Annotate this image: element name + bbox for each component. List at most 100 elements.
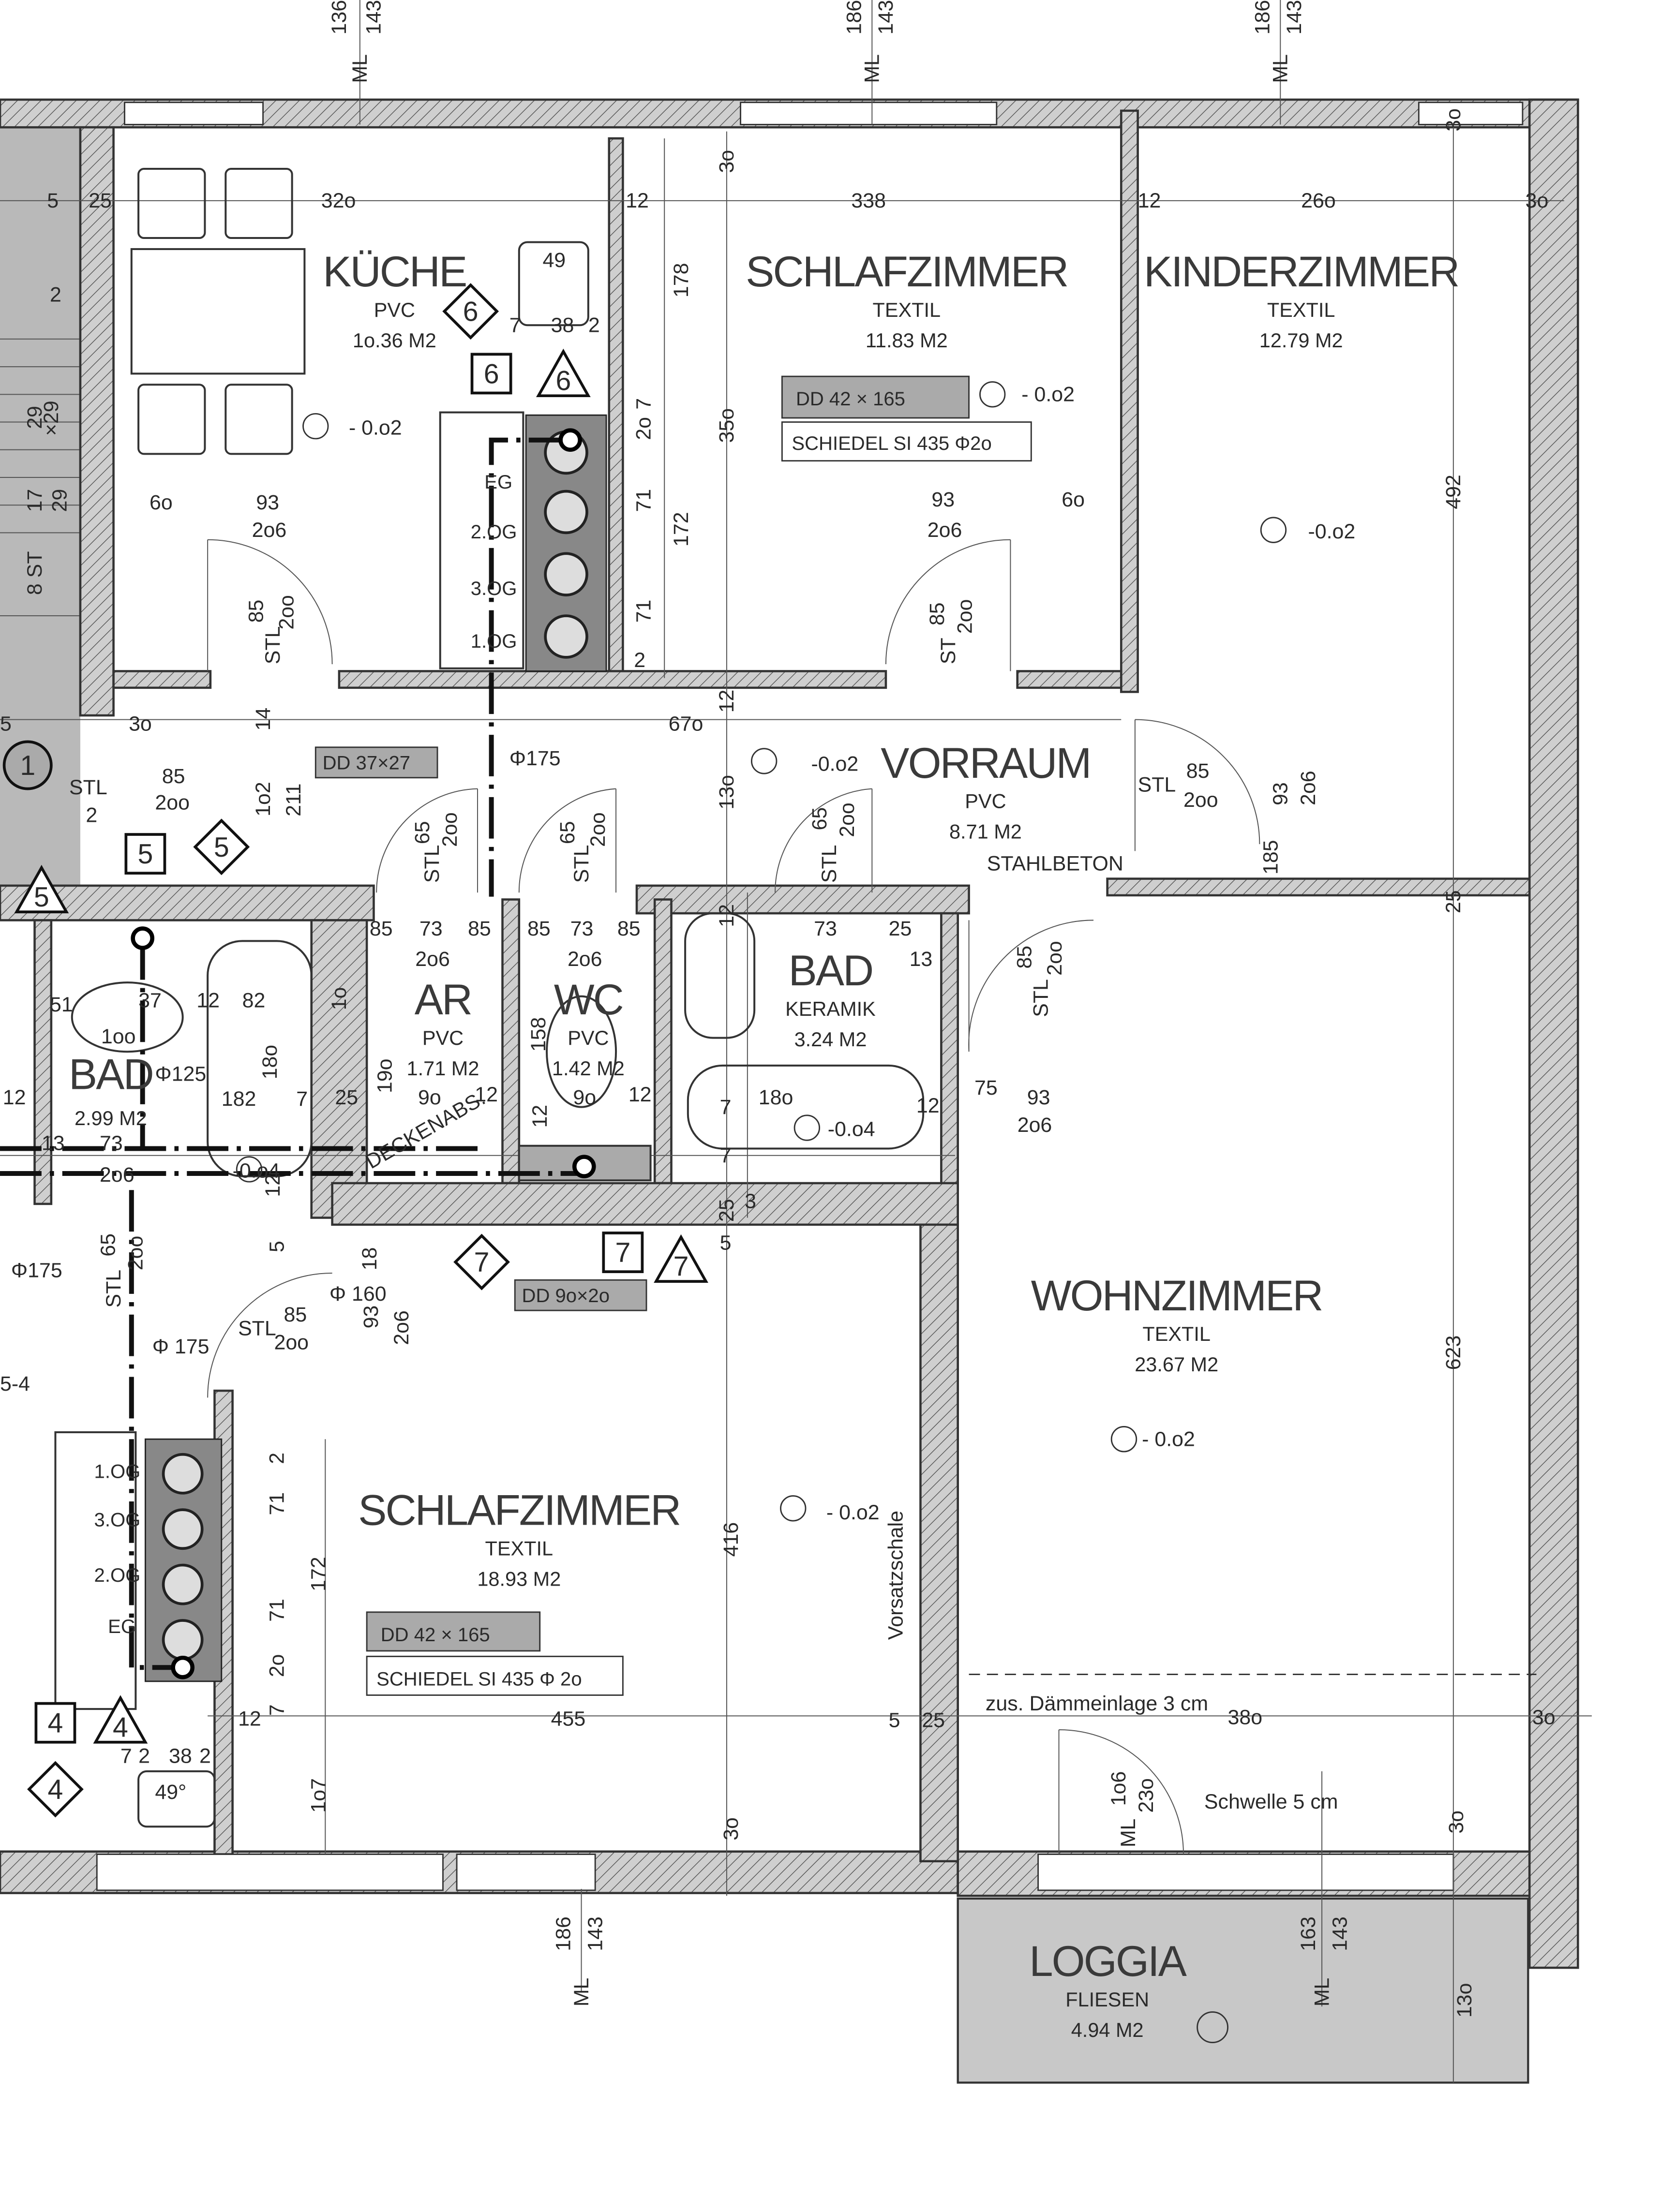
marker-label: 7: [615, 1237, 630, 1268]
dimension-label: 9o: [418, 1086, 441, 1109]
dimension-label: - 0.o2: [1142, 1428, 1195, 1451]
dimension-label: 38: [551, 314, 574, 337]
dimension-label: 3o: [1526, 189, 1549, 212]
room-name: SCHLAFZIMMER: [746, 248, 1067, 296]
dimension-label: 18o: [258, 1045, 282, 1080]
box-label: SCHIEDEL SI 435 Φ2o: [792, 433, 991, 454]
dimension-label: 18o: [759, 1086, 793, 1109]
room-name: VORRAUM: [881, 739, 1090, 787]
dimension-label: 82: [242, 989, 266, 1012]
marker-shape: [453, 1233, 510, 1291]
floor-level-label: 2.OG: [94, 1565, 141, 1586]
floor-level-label: 1.OG: [471, 631, 517, 652]
dimension-label: 85: [1013, 946, 1036, 969]
dimension-label: 93: [931, 488, 955, 511]
dimension-label: 12: [715, 690, 738, 713]
dimension-label: 25: [922, 1708, 945, 1732]
marker-shape: [124, 833, 166, 875]
dimension-label: 2o6: [1297, 771, 1320, 805]
floor-level-label: 2.OG: [471, 521, 517, 543]
dimension-label: 75: [974, 1076, 998, 1099]
room-area: 3.24 M2: [794, 1028, 867, 1051]
floor-level-label: 3.OG: [94, 1509, 141, 1530]
dimension-label: ML: [861, 54, 884, 83]
room-floor-type: TEXTIL: [873, 298, 941, 321]
dimension-label: 3o: [1532, 1706, 1556, 1729]
loggia-area: [957, 1897, 1529, 2084]
room-area: 1.71 M2: [407, 1057, 479, 1080]
dimension-label: 178: [670, 263, 693, 297]
dimension-label: 2: [86, 803, 97, 827]
room-name: KINDERZIMMER: [1144, 248, 1458, 296]
dimension-label: 14: [252, 708, 275, 731]
room-area: 8.71 M2: [949, 820, 1022, 843]
dimension-label: 3o: [129, 713, 152, 736]
dimension-label: 2: [634, 649, 645, 672]
dimension-label: 25: [889, 917, 912, 940]
dimension-label: 186: [1251, 0, 1274, 35]
dimension-label: 23o: [1135, 1778, 1158, 1813]
dimension-label: STL: [570, 845, 593, 883]
dimension-label: 163: [1297, 1916, 1320, 1951]
marker-shape: [470, 353, 512, 395]
dimension-label: Φ125: [155, 1062, 206, 1085]
dimension-label: 49°: [155, 1781, 186, 1804]
dimension-label: Φ 160: [329, 1282, 387, 1306]
marker-label: 5: [34, 882, 49, 913]
dimension-label: 185: [1259, 840, 1283, 875]
dimension-label: 73: [814, 917, 837, 940]
dimension-label: 2oo: [586, 812, 610, 847]
room-name: WC: [554, 976, 623, 1024]
box-label: SCHIEDEL SI 435 Φ 2o: [376, 1668, 582, 1690]
dimension-label: 85: [926, 602, 949, 625]
marker-shape: [602, 1232, 644, 1273]
dimension-label: 8 ST: [23, 551, 46, 595]
dimension-label: 2: [138, 1745, 150, 1768]
dimension-label: 7: [296, 1087, 308, 1111]
dimension-label: 93: [1269, 782, 1292, 805]
dimension-label: 19o: [374, 1058, 397, 1093]
room-area: 2.99 M2: [75, 1107, 147, 1129]
dimension-label: 49: [542, 249, 566, 272]
room-name: AR: [415, 976, 471, 1024]
dimension-label: 136: [328, 0, 351, 35]
dimension-label: 73: [570, 917, 594, 940]
dimension-label: 13o: [715, 775, 738, 810]
floor-level-label: EG: [108, 1616, 136, 1637]
floor-level-label: EG: [484, 472, 512, 493]
marker-shape: [14, 864, 69, 914]
dimension-label: Φ175: [509, 747, 561, 770]
dimension-label: 29: [48, 489, 71, 512]
dimension-label: 143: [874, 0, 898, 35]
dimension-label: 25: [335, 1086, 358, 1109]
dimension-label: 7: [509, 314, 521, 337]
dimension-label: 2oo: [274, 1331, 309, 1354]
dimension-label: 93: [256, 491, 279, 514]
dimension-label: 12: [528, 1105, 552, 1128]
dimension-label: 13: [910, 948, 933, 971]
dimension-label: STL: [1030, 979, 1053, 1017]
dimension-label: 7: [632, 398, 656, 410]
dimension-label: 71: [632, 600, 656, 623]
dimension-label: 35o: [715, 408, 738, 443]
dimension-label: -0.o2: [811, 752, 858, 775]
dimension-label: 17: [23, 489, 46, 512]
dimension-label: 13: [42, 1131, 65, 1155]
room-floor-type: FLIESEN: [1065, 1988, 1149, 2011]
dimension-label: Schwelle 5 cm: [1204, 1790, 1338, 1813]
dimension-label: 65: [808, 807, 831, 831]
dimension-label: ML: [570, 1978, 593, 2007]
dimension-label: 1o: [328, 987, 351, 1010]
dimension-label: 2oo: [155, 791, 190, 815]
kitchen-counter: [54, 241, 589, 1828]
dimension-label: 93: [359, 1306, 383, 1329]
dimension-label: 6o: [150, 491, 173, 514]
dimension-label: 38: [169, 1745, 192, 1768]
dimension-label: 9o: [573, 1086, 596, 1109]
dimension-label: 143: [584, 1916, 607, 1951]
dimension-label: 3: [745, 1189, 756, 1213]
dimension-label: 12: [628, 1083, 652, 1106]
